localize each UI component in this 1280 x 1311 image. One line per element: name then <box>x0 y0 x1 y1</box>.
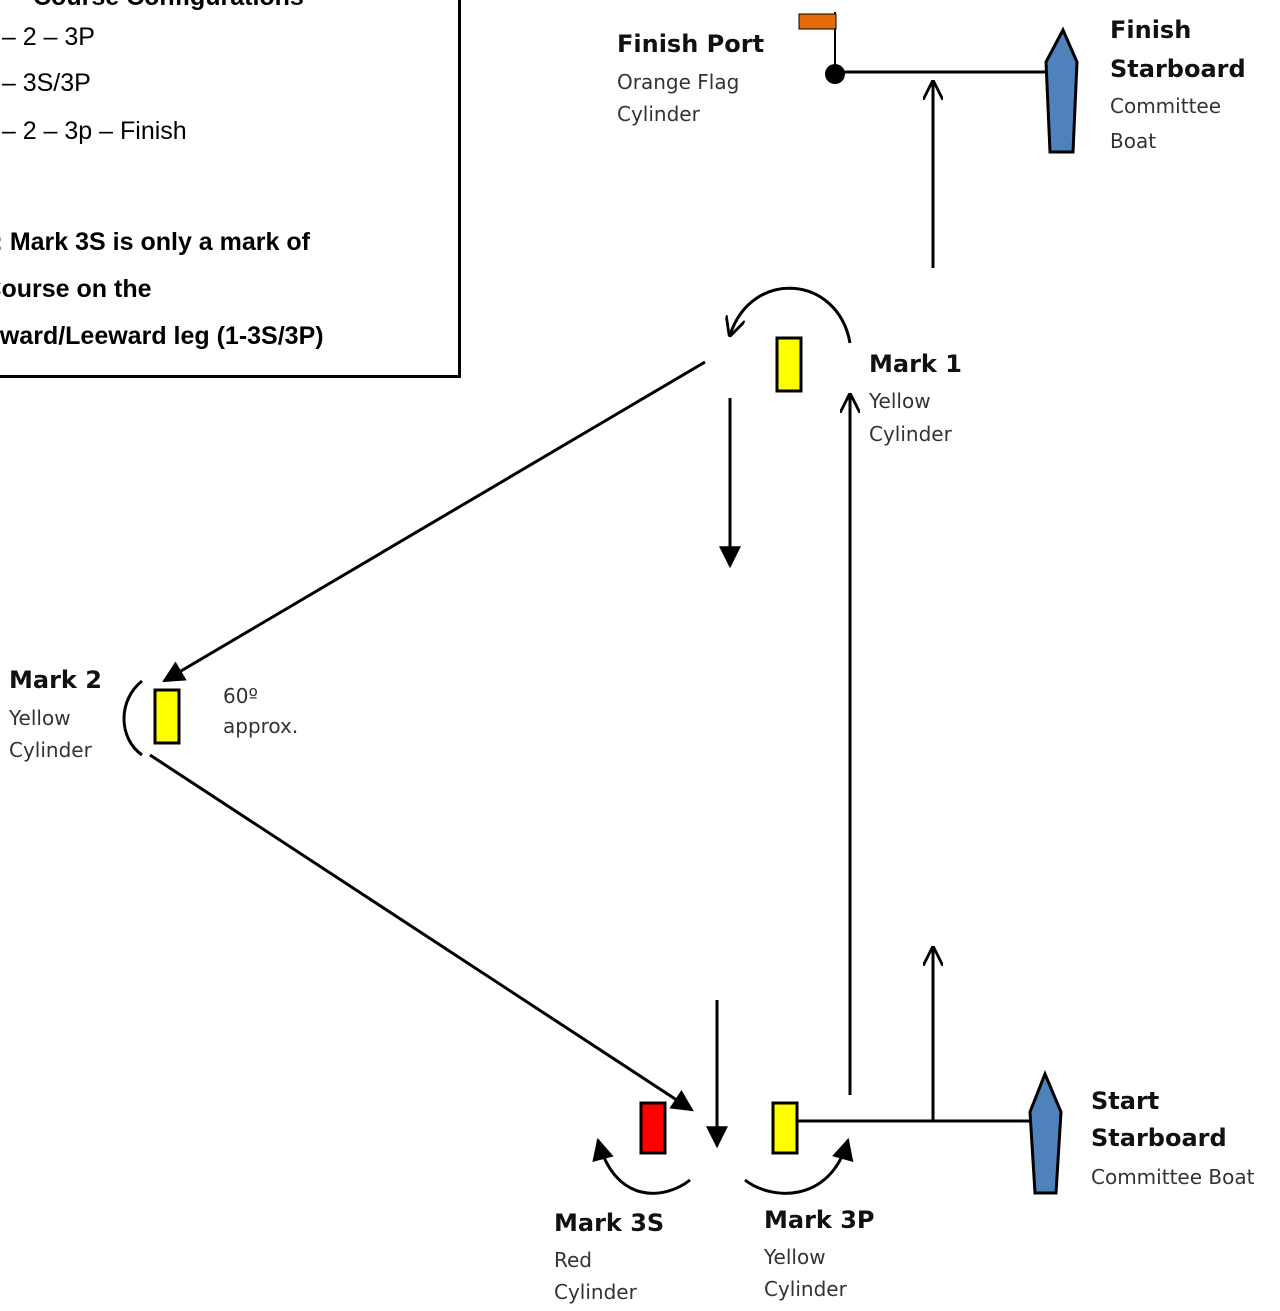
finish-starboard-title-1: Finish <box>1110 16 1192 44</box>
finish-port-line-1: Orange Flag <box>617 70 740 94</box>
mark3p-line-2: Cylinder <box>764 1277 847 1301</box>
mark3s-title: Mark 3S <box>554 1209 665 1237</box>
legend-course-1: 1 – 2 – 3P <box>0 23 95 51</box>
finish-starboard-line-2: Boat <box>1110 129 1157 153</box>
angle-line-1: 60º <box>223 684 258 708</box>
legend-note-line-2: the Course on the <box>0 275 152 303</box>
mark1-line-2: Cylinder <box>869 422 952 446</box>
mark3p-line-1: Yellow <box>764 1245 826 1269</box>
mark3p-rounding-arrow <box>744 1137 854 1195</box>
mark1-rounding-arrow <box>730 286 852 344</box>
course-legend-box: Course Configurations 1 – 2 – 3P 1 – 3S/… <box>0 0 461 378</box>
arrow-mark1-to-mark2 <box>162 360 706 683</box>
legend-course-2: 1 – 3S/3P <box>0 69 91 97</box>
mark2-buoy <box>153 688 181 745</box>
finish-starboard-line-1: Committee <box>1110 94 1222 118</box>
legend-note-line-3: Windward/Leeward leg (1-3S/3P) <box>0 322 324 350</box>
mark2-rounding-arc <box>122 679 143 757</box>
mark1-line-1: Yellow <box>869 389 931 413</box>
mark2-line-2: Cylinder <box>9 738 92 762</box>
legend-note-line-1: Note: Mark 3S is only a mark of <box>0 228 310 256</box>
mark1-buoy <box>775 336 803 393</box>
mark3s-buoy <box>639 1101 667 1155</box>
mark3p-title: Mark 3P <box>764 1206 875 1234</box>
start-committee-boat <box>1028 1070 1063 1195</box>
start-starboard-title-2: Starboard <box>1091 1124 1227 1152</box>
arrow-mark2-to-mark3 <box>149 753 694 1112</box>
finish-starboard-title-2: Starboard <box>1110 55 1246 83</box>
legend-title: Course Configurations <box>33 0 304 12</box>
mark3p-buoy <box>771 1101 799 1155</box>
legend-course-3: 1 – 2 – 3p – Finish <box>0 117 187 145</box>
finish-orange-flag <box>798 13 837 30</box>
mark2-line-1: Yellow <box>9 706 71 730</box>
start-starboard-line-1: Committee Boat <box>1091 1165 1255 1189</box>
finish-port-line-2: Cylinder <box>617 102 700 126</box>
mark3s-line-2: Cylinder <box>554 1280 637 1304</box>
angle-line-2: approx. <box>223 714 299 738</box>
finish-port-title: Finish Port <box>617 30 765 58</box>
mark3s-line-1: Red <box>554 1248 592 1272</box>
mark1-title: Mark 1 <box>869 350 962 378</box>
mark2-title: Mark 2 <box>9 666 102 694</box>
start-starboard-title-1: Start <box>1091 1087 1160 1115</box>
mark3s-rounding-arrow <box>592 1137 691 1195</box>
finish-committee-boat <box>1044 26 1079 154</box>
